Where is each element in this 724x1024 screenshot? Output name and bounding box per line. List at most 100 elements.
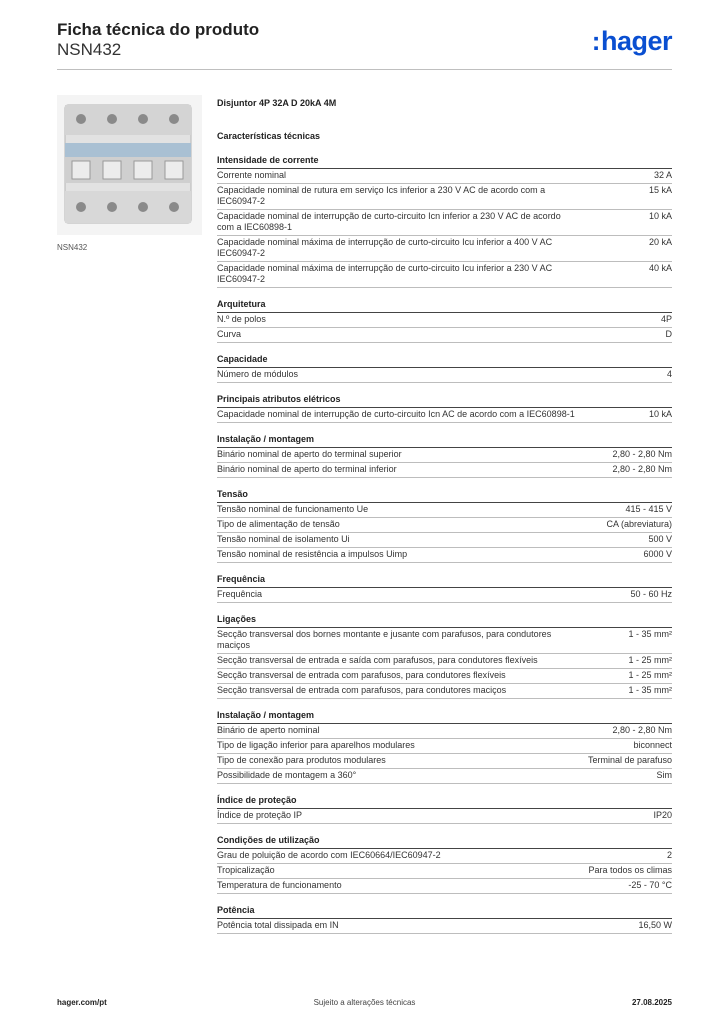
spec-label: Número de módulos (217, 369, 299, 379)
spec-group-title: Índice de proteção (217, 795, 672, 809)
spec-label: Binário de aperto nominal (217, 725, 320, 735)
spec-value: 10 kA (648, 409, 672, 419)
spec-value: 1 - 25 mm² (628, 655, 672, 665)
spec-label: Temperatura de funcionamento (217, 880, 342, 890)
spec-row: Capacidade nominal de interrupção de cur… (217, 210, 672, 236)
spec-row: Tropicalização Para todos os climas (217, 864, 672, 879)
spec-row: Secção transversal dos bornes montante e… (217, 628, 672, 654)
spec-label: Tensão nominal de isolamento Ui (217, 534, 350, 544)
spec-label: Frequência (217, 589, 263, 599)
spec-value: Sim (656, 770, 673, 780)
product-image (57, 95, 202, 235)
spec-row: Corrente nominal 32 A (217, 169, 672, 184)
spec-label: Tipo de ligação inferior para aparelhos … (217, 740, 415, 750)
spec-value: 2 (666, 850, 672, 860)
spec-value: 50 - 60 Hz (630, 589, 672, 599)
spec-value: Terminal de parafuso (587, 755, 672, 765)
spec-group-title: Condições de utilização (217, 835, 672, 849)
spec-value: 1 - 35 mm² (628, 629, 672, 639)
spec-label: Capacidade nominal máxima de interrupção… (217, 237, 553, 258)
spec-value: D (665, 329, 673, 339)
spec-group-title: Instalação / montagem (217, 434, 672, 448)
footer-date: 27.08.2025 (631, 998, 672, 1007)
spec-label: Capacidade nominal de rutura em serviço … (217, 185, 546, 206)
spec-row: Curva D (217, 328, 672, 343)
spec-value: 415 - 415 V (625, 504, 672, 514)
spec-value: 15 kA (648, 185, 672, 195)
brand-logo: :hager (591, 26, 673, 56)
spec-label: Potência total dissipada em IN (217, 920, 339, 930)
spec-value: 40 kA (648, 263, 672, 273)
footer-disclaimer: Sujeito a alterações técnicas (313, 998, 416, 1007)
spec-label: Capacidade nominal máxima de interrupção… (217, 263, 553, 284)
breaker-illustration (64, 104, 192, 224)
spec-row: Capacidade nominal máxima de interrupção… (217, 262, 672, 288)
spec-group-title: Potência (217, 905, 672, 919)
spec-label: Curva (217, 329, 242, 339)
spec-row: Frequência 50 - 60 Hz (217, 588, 672, 603)
spec-value: -25 - 70 °C (628, 880, 672, 890)
spec-label: Capacidade nominal de interrupção de cur… (217, 211, 561, 232)
spec-label: Tropicalização (217, 865, 275, 875)
spec-value: 1 - 35 mm² (628, 685, 672, 695)
spec-row: Tipo de conexão para produtos modulares T… (217, 754, 672, 769)
spec-label: Corrente nominal (217, 170, 287, 180)
spec-value: CA (abreviatura) (606, 519, 672, 529)
spec-group-title: Capacidade (217, 354, 672, 368)
spec-label: Tipo de alimentação de tensão (217, 519, 340, 529)
spec-value: 10 kA (648, 211, 672, 221)
spec-row: Secção transversal de entrada e saída co… (217, 654, 672, 669)
spec-content: Disjuntor 4P 32A D 20kA 4M Característic… (217, 98, 672, 934)
spec-value: 6000 V (643, 549, 672, 559)
spec-row: Secção transversal de entrada com parafu… (217, 669, 672, 684)
section-title: Características técnicas (217, 131, 321, 141)
spec-row: N.º de polos 4P (217, 313, 672, 328)
spec-group-title: Ligações (217, 614, 672, 628)
spec-value: 2,80 - 2,80 Nm (612, 725, 672, 735)
spec-value: Para todos os climas (588, 865, 672, 875)
spec-value: 2,80 - 2,80 Nm (612, 464, 672, 474)
spec-label: Secção transversal de entrada com parafu… (217, 685, 507, 695)
spec-group-title: Frequência (217, 574, 672, 588)
spec-row: Binário nominal de aperto do terminal in… (217, 463, 672, 478)
spec-value: 4P (660, 314, 672, 324)
spec-row: Temperatura de funcionamento -25 - 70 °C (217, 879, 672, 894)
spec-label: Secção transversal dos bornes montante e… (217, 629, 552, 650)
spec-row: Grau de poluição de acordo com IEC60664/… (217, 849, 672, 864)
spec-value: 16,50 W (638, 920, 672, 930)
spec-row: Capacidade nominal máxima de interrupção… (217, 236, 672, 262)
spec-label: N.º de polos (217, 314, 266, 324)
spec-label: Tensão nominal de funcionamento Ue (217, 504, 369, 514)
spec-label: Tipo de conexão para produtos modulares (217, 755, 386, 765)
spec-label: Capacidade nominal de interrupção de cur… (217, 409, 575, 419)
spec-row: Possibilidade de montagem a 360° Sim (217, 769, 672, 784)
spec-row: Potência total dissipada em IN 16,50 W (217, 919, 672, 934)
spec-label: Tensão nominal de resistência a impulsos… (217, 549, 408, 559)
spec-label: Índice de proteção IP (217, 810, 303, 820)
spec-group-title: Principais atributos elétricos (217, 394, 672, 408)
spec-value: 32 A (653, 170, 672, 180)
spec-row: Binário nominal de aperto do terminal su… (217, 448, 672, 463)
footer-website: hager.com/pt (57, 998, 107, 1007)
spec-value: 20 kA (648, 237, 672, 247)
spec-row: Capacidade nominal de rutura em serviço … (217, 184, 672, 210)
header-divider (57, 69, 672, 70)
spec-row: Tipo de ligação inferior para aparelhos … (217, 739, 672, 754)
product-name: Disjuntor 4P 32A D 20kA 4M (217, 98, 337, 108)
brand-logo-text: hager (600, 26, 673, 56)
spec-label: Possibilidade de montagem a 360° (217, 770, 357, 780)
spec-label: Binário nominal de aperto do terminal su… (217, 449, 402, 459)
spec-value: biconnect (633, 740, 672, 750)
spec-row: Binário de aperto nominal 2,80 - 2,80 Nm (217, 724, 672, 739)
product-image-caption: NSN432 (57, 243, 88, 252)
product-code: NSN432 (57, 40, 122, 59)
spec-label: Grau de poluição de acordo com IEC60664/… (217, 850, 441, 860)
spec-row: Secção transversal de entrada com parafu… (217, 684, 672, 699)
spec-value: 4 (666, 369, 672, 379)
spec-label: Secção transversal de entrada e saída co… (217, 655, 538, 665)
spec-row: Número de módulos 4 (217, 368, 672, 383)
spec-row: Tensão nominal de funcionamento Ue 415 - … (217, 503, 672, 518)
